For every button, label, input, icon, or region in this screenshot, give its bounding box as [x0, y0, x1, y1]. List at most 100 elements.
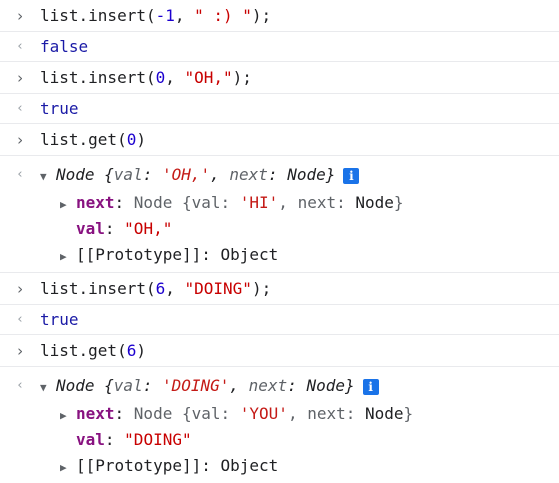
punct: , — [287, 404, 308, 423]
punct: : — [220, 193, 240, 212]
command-separator: , — [165, 68, 185, 87]
preview-key: next — [297, 193, 337, 212]
info-icon[interactable]: i — [362, 378, 379, 395]
expand-closed-icon[interactable]: ▶ — [60, 250, 67, 263]
preview-val: 'HI' — [239, 193, 279, 212]
punct: { — [172, 193, 192, 212]
punct: , — [210, 165, 230, 184]
command-close: ) — [136, 341, 146, 360]
summary-next-val: Node — [306, 376, 345, 395]
console-result-row: ‹ false — [0, 32, 559, 62]
command-close: ); — [232, 68, 252, 87]
command-text: list.get(0) — [40, 130, 146, 149]
command-text: list.insert(6, "DOING"); — [40, 279, 271, 298]
console-input-row[interactable]: › list.insert(6, "DOING"); — [0, 273, 559, 305]
command-call: list.insert( — [40, 68, 156, 87]
punct: { — [172, 404, 192, 423]
command-separator: , — [174, 6, 195, 25]
command-call: list.insert( — [40, 6, 156, 25]
result-prompt-icon: ‹ — [16, 378, 24, 393]
punct: : — [104, 430, 125, 449]
punct: , — [229, 376, 249, 395]
property-value: "DOING" — [124, 430, 192, 449]
command-close: ); — [251, 279, 272, 298]
command-number-arg: 0 — [155, 68, 166, 87]
command-close: ); — [251, 6, 272, 25]
expand-closed-icon[interactable]: ▶ — [60, 461, 67, 474]
result-value: true — [40, 99, 79, 118]
punct: : — [201, 245, 221, 264]
expand-open-icon[interactable]: ▼ — [40, 381, 47, 394]
command-string-arg: "OH," — [184, 68, 233, 87]
punct: : — [142, 376, 162, 395]
console-object-result: ‹ ▼Node {val: 'DOING', next: Node}i ▶nex… — [0, 367, 559, 483]
property-prototype[interactable]: ▶[[Prototype]]: Object — [40, 242, 559, 268]
command-call: list.get( — [40, 130, 127, 149]
console-input-row[interactable]: › list.get(6) — [0, 335, 559, 367]
punct: : — [104, 219, 125, 238]
property-val: val: "OH," — [40, 216, 559, 242]
command-separator: , — [165, 279, 185, 298]
preview-key: next — [307, 404, 346, 423]
summary-key: next — [248, 376, 288, 395]
input-prompt-icon: › — [15, 131, 25, 149]
prototype-label: [[Prototype]] — [76, 245, 202, 264]
expand-closed-icon[interactable]: ▶ — [60, 198, 67, 211]
expand-closed-icon[interactable]: ▶ — [60, 409, 67, 422]
result-prompt-icon: ‹ — [16, 101, 24, 116]
summary-key: val — [113, 376, 143, 395]
punct: { — [94, 376, 114, 395]
property-key: next — [76, 193, 115, 212]
result-prompt-icon: ‹ — [16, 39, 24, 54]
command-text: list.insert(0, "OH,"); — [40, 68, 252, 87]
console-result-row: ‹ true — [0, 305, 559, 335]
command-close: ) — [136, 130, 146, 149]
property-type: Node — [133, 404, 173, 423]
punct: : — [114, 193, 134, 212]
punct: : — [287, 376, 307, 395]
input-prompt-icon: › — [15, 7, 25, 25]
result-value: false — [40, 37, 89, 56]
expand-open-icon[interactable]: ▼ — [40, 170, 47, 183]
property-next[interactable]: ▶next: Node {val: 'HI', next: Node} — [40, 190, 559, 216]
summary-val: 'OH,' — [161, 165, 211, 184]
punct: : — [345, 404, 365, 423]
property-next[interactable]: ▶next: Node {val: 'YOU', next: Node} — [40, 401, 559, 427]
object-summary[interactable]: ▼Node {val: 'DOING', next: Node}i — [40, 371, 559, 401]
property-val: val: "DOING" — [40, 427, 559, 453]
command-number-arg: -1 — [155, 6, 175, 25]
input-prompt-icon: › — [15, 280, 25, 298]
console-input-row[interactable]: › list.insert(0, "OH,"); — [0, 62, 559, 94]
preview-val: 'YOU' — [239, 404, 288, 423]
object-summary[interactable]: ▼Node {val: 'OH,', next: Node}i — [40, 160, 559, 190]
punct: , — [278, 193, 298, 212]
summary-key: val — [113, 165, 143, 184]
prototype-value: Object — [220, 456, 279, 475]
console-input-row[interactable]: › list.insert(-1, " :) "); — [0, 0, 559, 32]
property-key: next — [76, 404, 115, 423]
punct: : — [201, 456, 221, 475]
command-string-arg: "DOING" — [184, 279, 252, 298]
result-prompt-icon: ‹ — [16, 312, 24, 327]
property-value: "OH," — [124, 219, 173, 238]
result-value: true — [40, 310, 79, 329]
command-number-arg: 0 — [126, 130, 137, 149]
command-text: list.get(6) — [40, 341, 146, 360]
punct: } — [393, 193, 404, 212]
punct: : — [267, 165, 288, 184]
object-type: Node — [56, 376, 95, 395]
punct: { — [94, 165, 114, 184]
preview-key: val — [191, 404, 221, 423]
console-input-row[interactable]: › list.get(0) — [0, 124, 559, 156]
prototype-label: [[Prototype]] — [76, 456, 202, 475]
property-type: Node — [133, 193, 173, 212]
punct: } — [345, 376, 355, 395]
result-prompt-icon: ‹ — [16, 167, 24, 182]
command-string-arg: " :) " — [194, 6, 252, 25]
console-object-result: ‹ ▼Node {val: 'OH,', next: Node}i ▶next:… — [0, 156, 559, 273]
command-number-arg: 6 — [155, 279, 166, 298]
object-type: Node — [56, 165, 95, 184]
input-prompt-icon: › — [15, 69, 25, 87]
punct: } — [325, 165, 336, 184]
info-icon[interactable]: i — [343, 167, 360, 184]
